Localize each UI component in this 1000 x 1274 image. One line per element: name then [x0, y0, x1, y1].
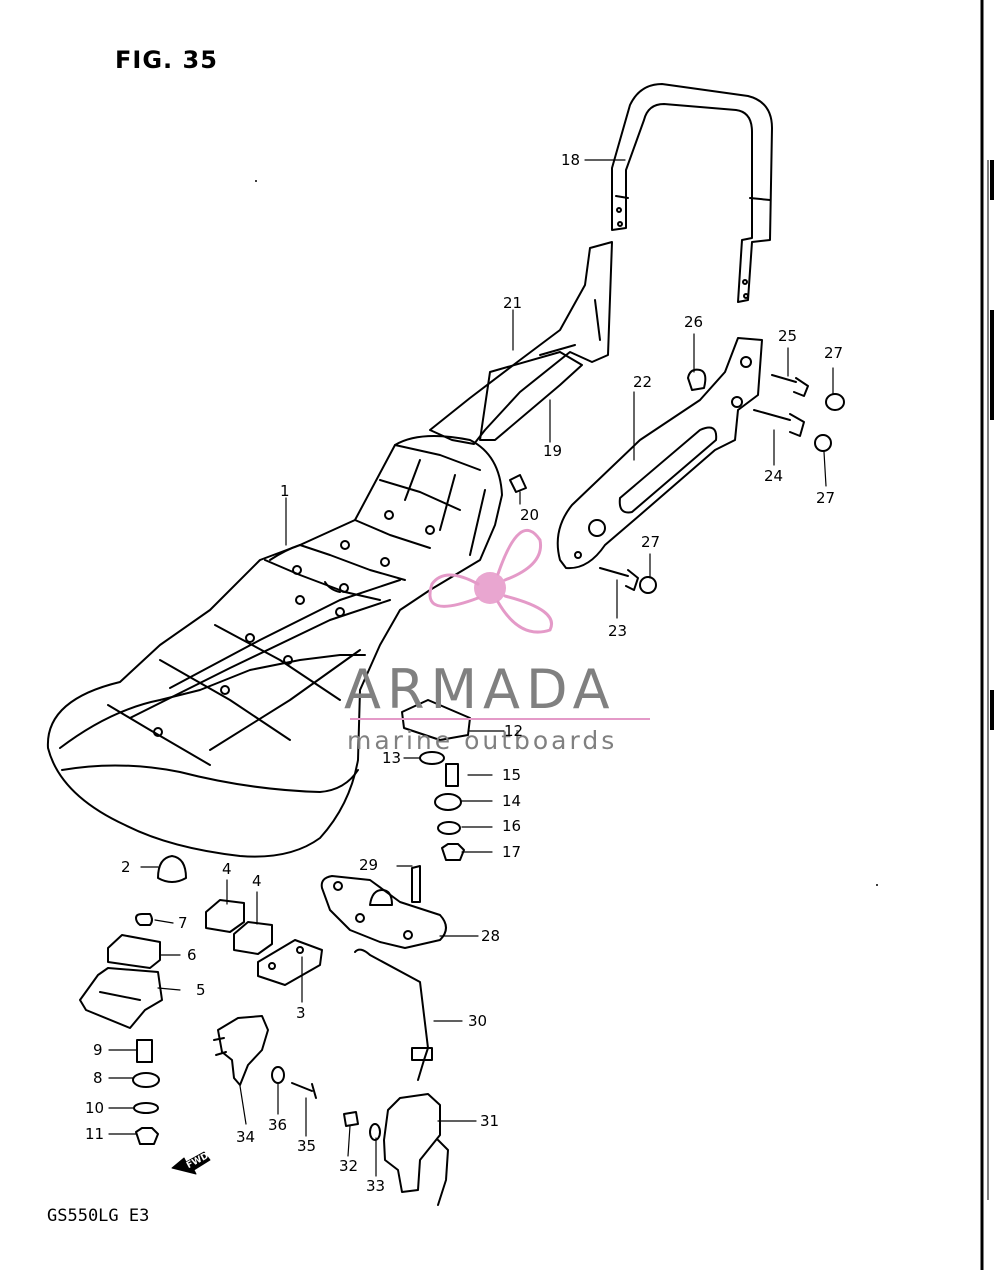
model-code: GS550LG E3	[47, 1206, 150, 1226]
callout-24: 24	[764, 467, 784, 485]
callout-8: 8	[93, 1069, 103, 1087]
fwd-arrow	[171, 1151, 211, 1175]
callout-13: 13	[382, 749, 402, 767]
callout-3: 3	[296, 1004, 306, 1022]
watermark-rule	[350, 718, 650, 720]
seat	[46, 435, 503, 858]
callout-1: 1	[280, 482, 290, 500]
callout-6: 6	[187, 946, 197, 964]
figure-title: FIG. 35	[115, 46, 218, 74]
callout-10: 10	[85, 1099, 105, 1117]
callout-7: 7	[178, 914, 188, 932]
callout-26: 26	[684, 313, 704, 331]
callout-27a: 27	[824, 344, 844, 362]
callout-4a: 4	[222, 860, 232, 878]
callout-36: 36	[268, 1116, 288, 1134]
callout-23: 23	[608, 622, 628, 640]
left-grab-bracket	[429, 241, 613, 445]
callout-11: 11	[85, 1125, 105, 1143]
propeller-logo	[428, 528, 553, 634]
callout-34: 34	[236, 1128, 256, 1146]
callout-19: 19	[543, 442, 563, 460]
watermark-tagline: marine outboards	[347, 726, 618, 755]
page-edge-border	[980, 0, 1000, 1270]
right-grab-bracket	[556, 337, 763, 570]
callout-25: 25	[778, 327, 798, 345]
callout-14: 14	[502, 792, 522, 810]
callout-20: 20	[520, 506, 540, 524]
callout-29: 29	[359, 856, 379, 874]
callout-4b: 4	[252, 872, 262, 890]
callout-16: 16	[502, 817, 522, 835]
callout-22: 22	[633, 373, 653, 391]
callout-33: 33	[366, 1177, 386, 1195]
callout-12: 12	[504, 722, 524, 740]
callout-21: 21	[503, 294, 523, 312]
callout-leaders	[108, 159, 834, 1177]
callout-28: 28	[481, 927, 501, 945]
watermark-brand: ARMADA	[344, 658, 616, 721]
callout-32: 32	[339, 1157, 359, 1175]
lock-parts	[213, 865, 449, 1206]
callout-5: 5	[196, 981, 206, 999]
backrest-bar	[611, 83, 773, 303]
callout-9: 9	[93, 1041, 103, 1059]
callout-27c: 27	[641, 533, 661, 551]
callout-15: 15	[502, 766, 522, 784]
callout-17: 17	[502, 843, 522, 861]
callout-35: 35	[297, 1137, 317, 1155]
small-parts-left	[79, 855, 323, 1145]
callout-2: 2	[121, 858, 131, 876]
callout-30: 30	[468, 1012, 488, 1030]
callout-31: 31	[480, 1112, 500, 1130]
callout-27b: 27	[816, 489, 836, 507]
callout-18: 18	[561, 151, 581, 169]
